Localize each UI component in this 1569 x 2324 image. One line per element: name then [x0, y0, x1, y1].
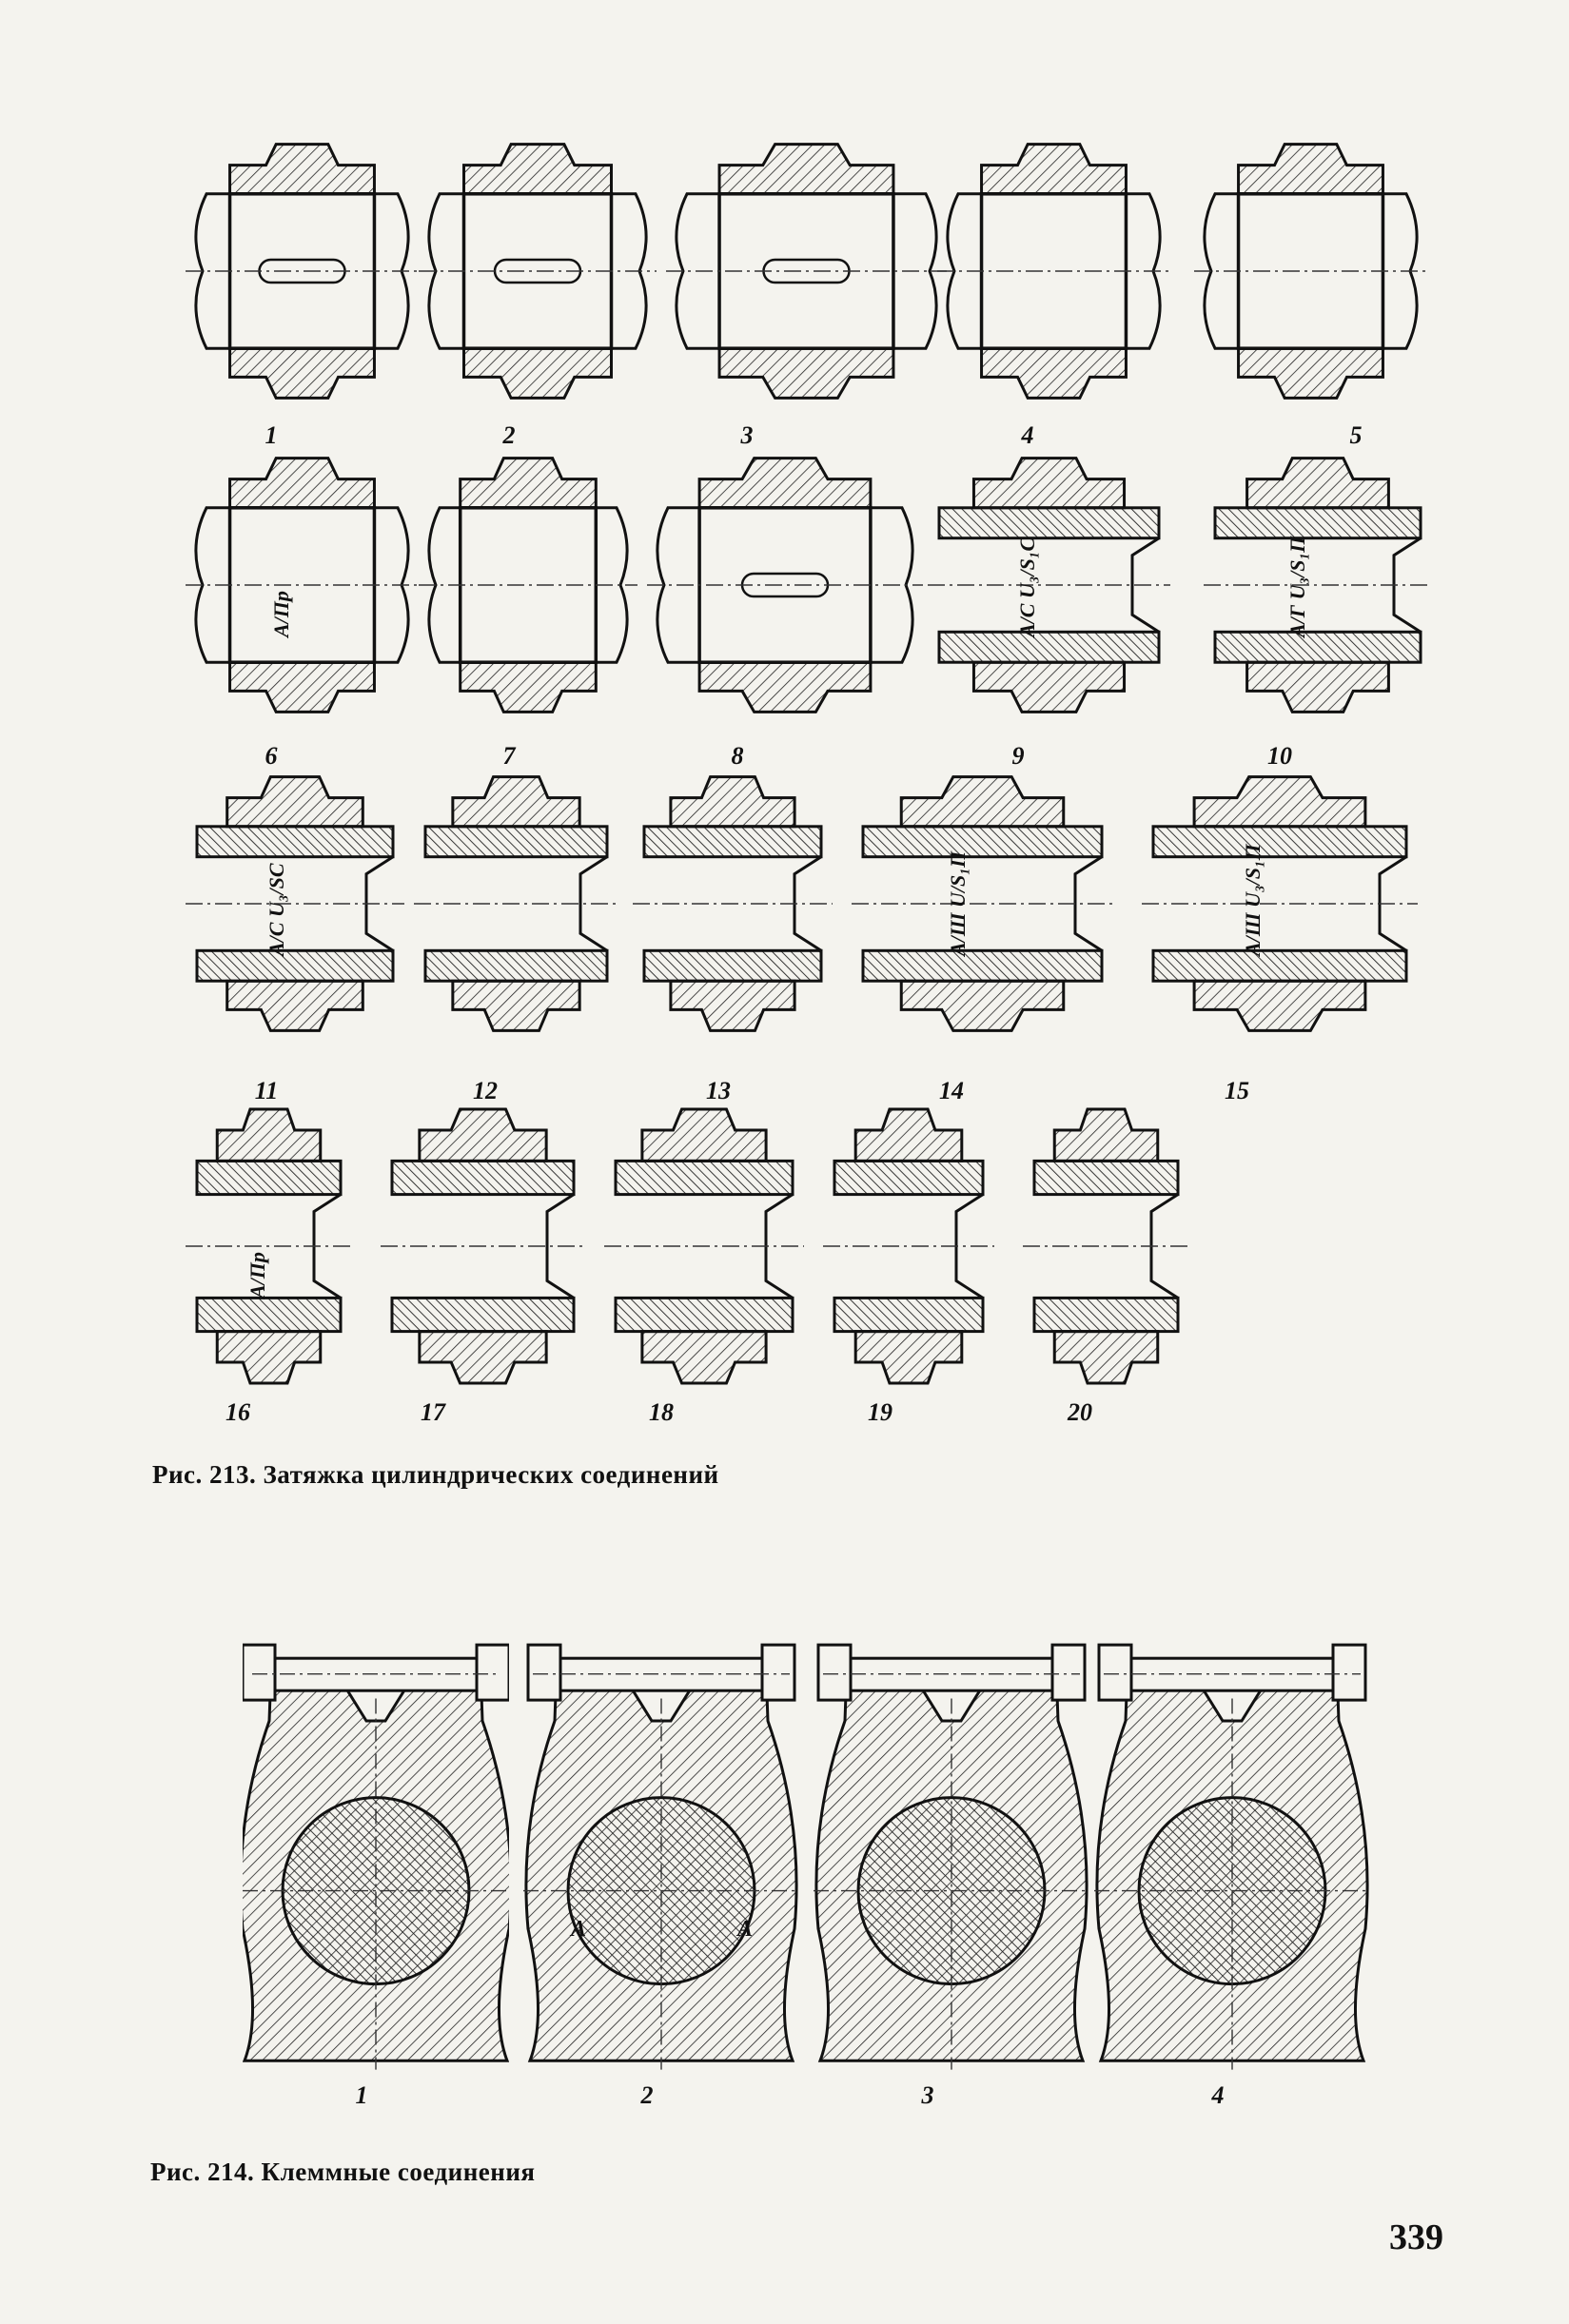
fig213-drawing-20 — [1023, 1094, 1189, 1398]
fig213-item-number: 7 — [502, 742, 516, 770]
fig214-clamp-drawing-4 — [1094, 1631, 1370, 2079]
fig214-section-mark: А — [571, 1917, 587, 1942]
fig213-drawing-6 — [186, 447, 419, 723]
fig214-clamp-drawing-2 — [523, 1631, 799, 2079]
fig213-item-number: 19 — [868, 1398, 892, 1426]
fig213-drawing-18 — [604, 1094, 804, 1398]
fig213-item-number: 11 — [254, 1077, 279, 1104]
fig213-item-number: 17 — [421, 1398, 445, 1426]
fig213-drawing-15 — [1142, 766, 1418, 1042]
fig213-item-number: 13 — [706, 1077, 731, 1104]
fig214-item-number: 3 — [921, 2081, 934, 2109]
fig213-item-number: 6 — [265, 742, 278, 770]
fig213-item-number: 16 — [226, 1398, 250, 1426]
fig213-item-number: 15 — [1225, 1077, 1249, 1104]
fig213-drawing-2 — [419, 133, 657, 409]
fig214-clamp-drawing-1 — [243, 1631, 509, 2079]
fig213-drawing-5 — [1194, 133, 1427, 409]
fig213-item-number: 8 — [731, 742, 744, 770]
fig214-item-number: 1 — [355, 2081, 368, 2109]
fig213-item-number: 2 — [502, 421, 516, 449]
fig213-drawing-1 — [186, 133, 419, 409]
fig213-item-number: 4 — [1021, 421, 1034, 449]
fig214-section-mark: А — [737, 1917, 754, 1942]
page-number: 339 — [1389, 2217, 1443, 2257]
fig214-clamp-drawing-3 — [814, 1631, 1089, 2079]
fig213-item-number: 12 — [473, 1077, 498, 1104]
fig213-dimension-label: А/Пр — [245, 1252, 269, 1299]
fig213-dimension-label: А/С U₃/SC — [264, 863, 288, 956]
fig213-drawing-13 — [633, 766, 833, 1042]
fig213-drawing-7 — [419, 447, 637, 723]
fig213-drawing-19 — [823, 1094, 994, 1398]
fig213-item-number: 1 — [265, 421, 278, 449]
fig213-dimension-label: А/Г U₃/S₁П — [1285, 536, 1310, 637]
fig213-item-number: 14 — [939, 1077, 964, 1104]
fig213-item-number: 18 — [649, 1398, 674, 1426]
fig213-dimension-label: А/Ш U/S₁П — [946, 850, 970, 956]
fig213-dimension-label: А/Ш U₃/S₁П — [1241, 844, 1265, 956]
fig213-item-number: 10 — [1267, 742, 1292, 770]
fig213-dimension-label: А/Пр — [269, 591, 294, 637]
fig214-item-number: 2 — [640, 2081, 654, 2109]
figure-214-caption: Рис. 214. Клеммные соединения — [150, 2158, 536, 2186]
fig213-item-number: 5 — [1349, 421, 1363, 449]
fig213-drawing-8 — [647, 447, 923, 723]
fig213-drawing-4 — [937, 133, 1170, 409]
fig213-drawing-12 — [414, 766, 618, 1042]
fig213-drawing-3 — [666, 133, 947, 409]
fig213-item-number: 3 — [740, 421, 754, 449]
fig213-dimension-label: А/С U₃/S₁C — [1014, 537, 1039, 637]
fig213-drawing-10 — [1204, 447, 1432, 723]
fig213-item-number: 20 — [1068, 1398, 1092, 1426]
fig213-item-number: 9 — [1011, 742, 1025, 770]
fig214-item-number: 4 — [1211, 2081, 1225, 2109]
fig213-drawing-9 — [928, 447, 1170, 723]
fig213-drawing-14 — [852, 766, 1113, 1042]
figure-213-caption: Рис. 213. Затяжка цилиндрических соедине… — [152, 1460, 719, 1489]
fig213-drawing-11 — [186, 766, 404, 1042]
fig213-drawing-16 — [186, 1094, 352, 1398]
fig213-drawing-17 — [381, 1094, 585, 1398]
